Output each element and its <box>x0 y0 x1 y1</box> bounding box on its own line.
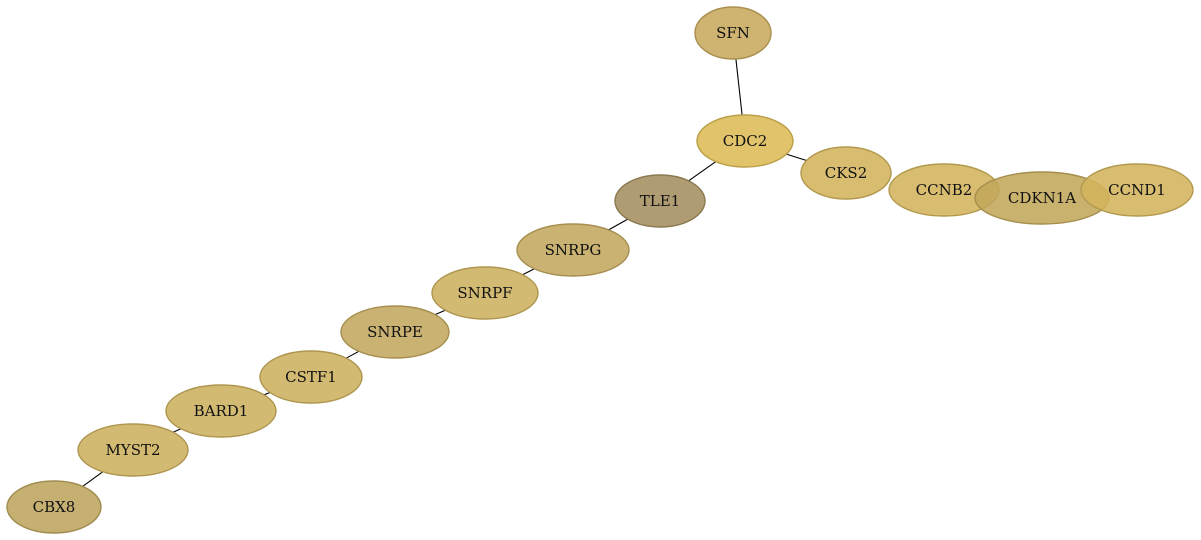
node-cdc2[interactable]: CDC2 <box>696 114 794 168</box>
edge-cdc2-cks2 <box>786 153 807 162</box>
node-label: CDC2 <box>723 132 768 150</box>
node-label: CCND1 <box>1108 181 1166 199</box>
node-ccnb2[interactable]: CCNB2 <box>888 163 1000 217</box>
node-label: TLE1 <box>640 192 680 210</box>
node-shape <box>259 350 363 404</box>
node-cks2[interactable]: CKS2 <box>800 146 892 200</box>
node-label: SNRPG <box>545 241 602 259</box>
node-label: SNRPE <box>367 323 423 341</box>
node-sfn[interactable]: SFN <box>694 6 772 60</box>
node-shape <box>340 305 450 359</box>
node-shape <box>800 146 892 200</box>
node-shape <box>694 6 772 60</box>
node-cbx8[interactable]: CBX8 <box>6 480 102 534</box>
node-cstf1[interactable]: CSTF1 <box>259 350 363 404</box>
edge-sfn-cdc2 <box>735 58 743 116</box>
node-ccnd1[interactable]: CCND1 <box>1080 163 1194 217</box>
node-label: SFN <box>716 24 750 42</box>
node-shape <box>696 114 794 168</box>
node-shape <box>431 266 539 320</box>
edge-bard1-myst2 <box>172 428 182 433</box>
node-shape <box>6 480 102 534</box>
node-cdkn1a[interactable]: CDKN1A <box>974 171 1110 225</box>
edge-layer <box>82 58 807 487</box>
edge-cstf1-bard1 <box>263 391 271 396</box>
node-label: CSTF1 <box>285 368 337 386</box>
node-shape <box>165 384 277 438</box>
node-snrpg[interactable]: SNRPG <box>516 223 630 277</box>
edge-cdc2-tle1 <box>688 161 717 182</box>
node-label: BARD1 <box>194 402 249 420</box>
node-label: SNRPF <box>457 284 512 302</box>
node-shape <box>77 423 189 477</box>
node-bard1[interactable]: BARD1 <box>165 384 277 438</box>
edge-snrpg-snrpf <box>522 268 535 276</box>
node-shape <box>614 174 706 228</box>
node-myst2[interactable]: MYST2 <box>77 423 189 477</box>
edge-snrpf-snrpe <box>434 309 446 316</box>
node-shape <box>516 223 630 277</box>
edge-myst2-cbx8 <box>82 471 104 487</box>
node-label: CCNB2 <box>916 181 973 199</box>
edge-tle1-snrpg <box>608 218 629 231</box>
node-label: CKS2 <box>825 164 868 182</box>
edge-snrpe-cstf1 <box>345 350 360 359</box>
node-shape <box>1080 163 1194 217</box>
node-label: MYST2 <box>105 441 160 459</box>
node-tle1[interactable]: TLE1 <box>614 174 706 228</box>
node-label: CBX8 <box>33 498 76 516</box>
node-snrpf[interactable]: SNRPF <box>431 266 539 320</box>
node-snrpe[interactable]: SNRPE <box>340 305 450 359</box>
node-label: CDKN1A <box>1008 189 1076 207</box>
